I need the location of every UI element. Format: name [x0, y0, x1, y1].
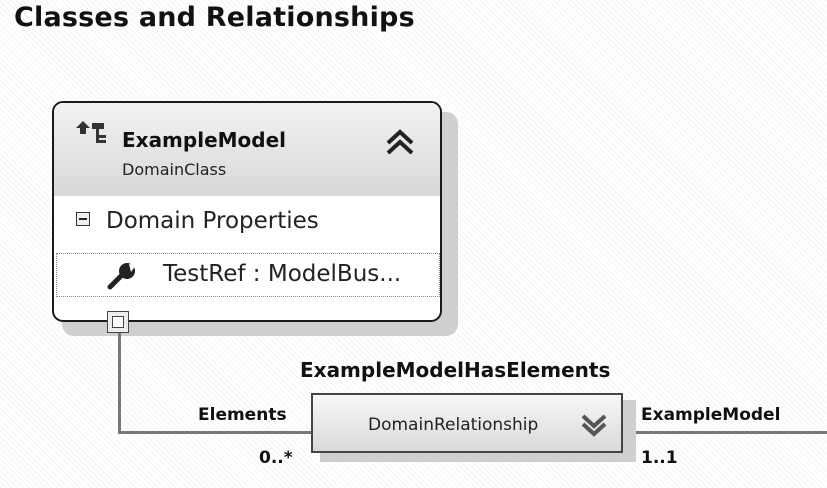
relationship-name: ExampleModelHasElements [300, 358, 611, 382]
double-chevron-down-icon[interactable] [579, 412, 609, 442]
compartment-title: Domain Properties [106, 208, 319, 234]
domain-class-icon [74, 118, 110, 152]
target-role-name[interactable]: ExampleModel [641, 405, 781, 425]
double-chevron-up-icon[interactable] [384, 127, 416, 161]
wrench-icon [107, 262, 139, 294]
property-label: TestRef : ModelBus... [163, 261, 402, 287]
section-title: Classes and Relationships [14, 2, 415, 33]
class-header[interactable]: ExampleModel DomainClass [54, 103, 440, 197]
connector-line[interactable] [623, 431, 827, 434]
expand-toggle-icon[interactable] [107, 311, 129, 333]
domain-relationship-shape[interactable]: DomainRelationship [311, 393, 623, 453]
source-role-multiplicity: 0..* [259, 448, 293, 468]
relationship-kind-label: DomainRelationship [368, 415, 539, 435]
domain-class-shape[interactable]: ExampleModel DomainClass Domain Properti… [52, 101, 442, 322]
connector-line[interactable] [118, 333, 121, 434]
class-kind-label: DomainClass [122, 160, 227, 179]
compartment-header-domain-properties[interactable]: Domain Properties [54, 196, 440, 252]
connector-line[interactable] [118, 431, 311, 434]
collapse-compartment-icon[interactable] [76, 212, 90, 226]
class-name: ExampleModel [122, 128, 287, 152]
source-role-name[interactable]: Elements [198, 405, 287, 425]
property-item[interactable]: TestRef : ModelBus... [56, 253, 440, 297]
target-role-multiplicity: 1..1 [641, 448, 678, 468]
